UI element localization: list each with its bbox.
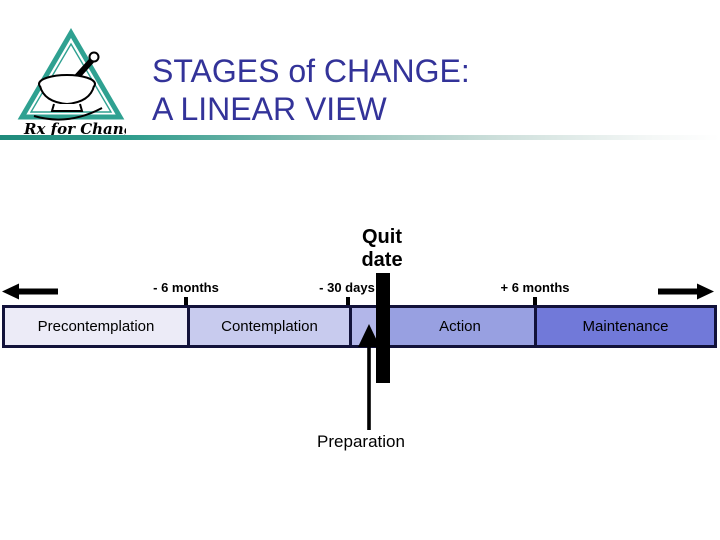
stage-precontemplation: Precontemplation (5, 308, 187, 345)
time-marker-minus-6-months: - 6 months (153, 280, 219, 295)
page-title: STAGES of CHANGE: A LINEAR VIEW (152, 52, 692, 128)
stage-maintenance: Maintenance (534, 308, 714, 345)
time-marker-plus-6-months: + 6 months (500, 280, 570, 295)
quit-date-marker-bar (376, 273, 390, 383)
title-line-1: STAGES of CHANGE: (152, 53, 470, 89)
preparation-label: Preparation (317, 432, 405, 451)
tick-minus-6-months (184, 297, 188, 310)
mortar-pestle-triangle-icon: Rx for Change (17, 28, 126, 138)
tick-plus-6-months (533, 297, 537, 310)
logo-brand-text: Rx for Change (23, 120, 126, 138)
timeline-right-arrow-icon (658, 283, 714, 305)
title-line-2: A LINEAR VIEW (152, 91, 387, 127)
stage-action: Action (383, 308, 534, 345)
header-divider (0, 135, 720, 140)
preparation-up-arrow-icon (354, 324, 384, 435)
tick-minus-30-days (346, 297, 350, 310)
quit-date-line-1: Quit (362, 226, 402, 248)
quit-date-label: Quit date (340, 226, 424, 272)
timeline-left-arrow-icon (2, 283, 58, 305)
stage-contemplation: Contemplation (187, 308, 349, 345)
time-marker-minus-30-days: - 30 days (319, 280, 375, 295)
quit-date-line-2: date (361, 249, 403, 271)
rx-for-change-logo: Rx for Change (16, 28, 126, 140)
